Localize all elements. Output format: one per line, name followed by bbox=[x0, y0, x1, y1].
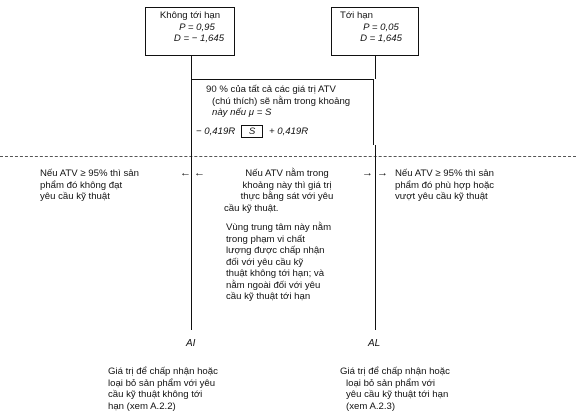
center-note2-l2: trong phạm vi chất bbox=[226, 233, 305, 245]
label-ai: AI bbox=[186, 338, 196, 349]
bottom-left-l1: Giá trị để chấp nhận hoặc bbox=[108, 366, 218, 377]
center-note-l2: khoảng này thì giá trị bbox=[242, 179, 332, 191]
center-line-2: (chú thích) sẽ nằm trong khoảng bbox=[212, 95, 351, 107]
divider-line bbox=[0, 156, 576, 157]
left-note-l3: yêu cầu kỹ thuật bbox=[40, 191, 110, 202]
center-note2-l4: đối với yêu cầu kỹ bbox=[226, 256, 304, 268]
left-note-l1: Nếu ATV ≥ 95% thì sản bbox=[40, 168, 139, 179]
right-note-l1: Nếu ATV ≥ 95% thì sản bbox=[395, 168, 494, 179]
bottom-right-note: Giá trị để chấp nhận hoặc loại bỏ sản ph… bbox=[340, 366, 500, 412]
critical-title: Tới hạn bbox=[340, 10, 373, 21]
bottom-left-l3: cầu kỹ thuật không tới bbox=[108, 389, 203, 400]
connector-right-top bbox=[375, 55, 376, 79]
center-left-vline bbox=[191, 145, 192, 330]
left-note: Nếu ATV ≥ 95% thì sản phẩm đó không đạt … bbox=[40, 168, 180, 203]
center-note-l1: Nếu ATV nằm trong bbox=[245, 168, 329, 179]
range-row: − 0,419R S + 0,419R bbox=[196, 124, 357, 138]
arrow-left-icon: ← bbox=[180, 167, 191, 179]
center-note-l3: thực bằng sát với yêu bbox=[240, 191, 334, 202]
center-line-3: này nếu μ = S bbox=[212, 107, 272, 118]
bottom-right-l4: (xem A.2.3) bbox=[346, 400, 396, 412]
label-al: AL bbox=[368, 338, 381, 349]
right-note-l2: phẩm đó phù hợp hoặc bbox=[395, 179, 495, 191]
non-critical-box: Không tới hạn P = 0,95 D = − 1,645 bbox=[145, 7, 235, 56]
critical-p: P = 0,05 bbox=[363, 21, 399, 33]
non-critical-p: P = 0,95 bbox=[179, 21, 215, 33]
center-note2-l7: cầu kỹ thuật tới hạn bbox=[226, 291, 311, 302]
right-note-l3: vượt yêu cầu kỹ thuật bbox=[395, 191, 488, 202]
non-critical-d: D = − 1,645 bbox=[173, 33, 225, 44]
critical-box: Tới hạn P = 0,05 D = 1,645 bbox=[331, 7, 419, 56]
bottom-right-l2: loại bỏ sản phẩm với bbox=[346, 377, 435, 389]
center-note2-l3: lượng được chấp nhận bbox=[226, 245, 325, 256]
critical-d: D = 1,645 bbox=[360, 33, 402, 44]
right-note: Nếu ATV ≥ 95% thì sản phẩm đó phù hợp ho… bbox=[395, 168, 545, 203]
bottom-left-l2: loại bỏ sản phẩm với yêu bbox=[108, 377, 216, 389]
bottom-left-note: Giá trị để chấp nhận hoặc loại bỏ sản ph… bbox=[108, 366, 268, 412]
center-note2-l5: thuật không tới hạn; và bbox=[226, 268, 325, 279]
center-right-vline bbox=[375, 145, 376, 330]
connector-left-top bbox=[191, 55, 192, 79]
center-range-box: 90 % của tất cả các giá trị ATV (chú thí… bbox=[191, 79, 374, 145]
center-line-1: 90 % của tất cả các giá trị ATV bbox=[206, 84, 336, 95]
center-note2-l1: Vùng trung tâm này nằm bbox=[226, 222, 332, 233]
range-left: − 0,419R bbox=[196, 125, 236, 137]
arrow-center-right-icon: → bbox=[362, 167, 373, 179]
range-mid-box: S bbox=[240, 124, 264, 138]
arrow-center-left-icon: ← bbox=[194, 167, 205, 179]
bottom-right-l3: yêu cầu kỹ thuật tới hạn bbox=[346, 389, 449, 400]
center-note-2: Vùng trung tâm này nằm trong phạm vi chấ… bbox=[222, 222, 372, 303]
left-note-l2: phẩm đó không đạt bbox=[40, 179, 123, 191]
bottom-right-l1: Giá trị để chấp nhận hoặc bbox=[340, 366, 450, 377]
arrow-right-icon: → bbox=[377, 167, 388, 179]
range-right: + 0,419R bbox=[268, 125, 309, 137]
center-note2-l6: nằm ngoài đối với yêu bbox=[226, 279, 321, 291]
non-critical-title: Không tới hạn bbox=[159, 10, 221, 21]
center-note-l4: cầu kỹ thuật. bbox=[224, 202, 279, 214]
range-mid: S bbox=[248, 125, 256, 137]
bottom-left-l4: hạn (xem A.2.2) bbox=[108, 400, 176, 412]
center-note: Nếu ATV nằm trong khoảng này thì giá trị… bbox=[212, 168, 362, 214]
